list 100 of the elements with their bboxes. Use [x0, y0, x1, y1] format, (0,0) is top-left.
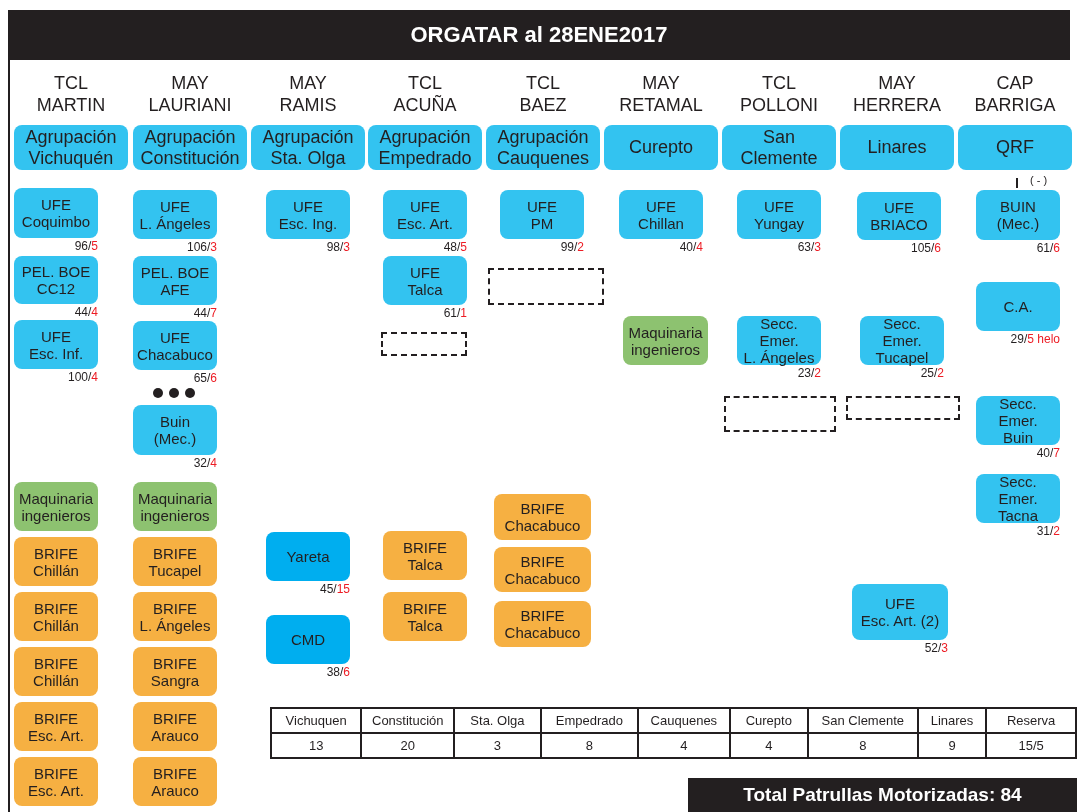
- table-cell: San Clemente: [807, 708, 918, 733]
- group-box: Agrupación Vichuquén: [14, 125, 128, 170]
- column-heading: TCL ACUÑA: [392, 72, 458, 117]
- unit-box: BRIFE Chacabuco: [494, 601, 591, 647]
- table-cell: 8: [807, 733, 918, 758]
- unit-count: 99/2: [560, 240, 584, 254]
- unit-count: 45/15: [319, 582, 350, 596]
- dashed-box: [846, 396, 960, 420]
- dashed-box: [724, 396, 836, 432]
- unit-count: 106/3: [186, 240, 217, 254]
- unit-count: 38/6: [326, 665, 350, 679]
- unit-box: Secc. Emer. Buin: [976, 396, 1060, 445]
- unit-count: 96/5: [74, 239, 98, 253]
- group-box: Curepto: [604, 125, 718, 170]
- unit-count: 105/6: [910, 241, 941, 255]
- table-cell: Cauquenes: [638, 708, 730, 733]
- unit-box: PEL. BOE AFE: [133, 256, 217, 305]
- unit-box: UFE Esc. Art.: [383, 190, 467, 239]
- unit-box: BRIFE Talca: [383, 592, 467, 641]
- unit-box: PEL. BOE CC12: [14, 256, 98, 304]
- unit-count: 65/6: [193, 371, 217, 385]
- unit-box: BRIFE Arauco: [133, 702, 217, 751]
- unit-box: BRIFE Esc. Art.: [14, 757, 98, 806]
- unit-count: 40/7: [1036, 446, 1060, 460]
- unit-box: BRIFE Tucapel: [133, 537, 217, 586]
- unit-box: UFE Yungay: [737, 190, 821, 239]
- column-heading: MAY LAURIANI: [147, 72, 233, 117]
- unit-box: UFE Esc. Ing.: [266, 190, 350, 239]
- unit-count: 52/3: [924, 641, 948, 655]
- unit-box: CMD: [266, 615, 350, 664]
- title-bar: ORGATAR al 28ENE2017: [8, 10, 1070, 60]
- unit-count: 61/1: [443, 306, 467, 320]
- unit-box: BRIFE Chillán: [14, 592, 98, 641]
- unit-box: UFE PM: [500, 190, 584, 239]
- unit-count: 31/2: [1036, 524, 1060, 538]
- unit-box: Maquinaria ingenieros: [623, 316, 708, 365]
- table-cell: Empedrado: [540, 708, 639, 733]
- table-cell: Reserva: [986, 708, 1076, 733]
- unit-box: UFE Coquimbo: [14, 188, 98, 238]
- dashed-box: [381, 332, 467, 356]
- unit-count: 44/4: [74, 305, 98, 319]
- unit-count: 100/4: [67, 370, 98, 384]
- unit-box: UFE Chacabuco: [133, 321, 217, 370]
- unit-box: C.A.: [976, 282, 1060, 331]
- table-cell: 8: [540, 733, 639, 758]
- column-heading: CAP BARRIGA: [973, 72, 1057, 117]
- column-heading: MAY RETAMAL: [618, 72, 704, 117]
- unit-box: BRIFE Talca: [383, 531, 467, 580]
- table-cell: 20: [361, 733, 455, 758]
- unit-box: Secc. Emer. Tucapel: [860, 316, 944, 365]
- unit-box: BUIN (Mec.): [976, 190, 1060, 240]
- unit-box: Maquinaria ingenieros: [133, 482, 217, 531]
- unit-box: BRIFE Chacabuco: [494, 547, 591, 592]
- unit-count: 63/3: [797, 240, 821, 254]
- table-cell: 4: [729, 733, 808, 758]
- total-banner: Total Patrullas Motorizadas: 84: [688, 778, 1077, 812]
- group-box: Linares: [840, 125, 954, 170]
- unit-box: BRIFE Chillán: [14, 647, 98, 696]
- unit-box: Secc. Emer. Tacna: [976, 474, 1060, 523]
- unit-box: BRIFE Esc. Art.: [14, 702, 98, 751]
- unit-box: UFE Talca: [383, 256, 467, 305]
- unit-box: BRIFE Arauco: [133, 757, 217, 806]
- group-box: San Clemente: [722, 125, 836, 170]
- column-heading: MAY RAMIS: [278, 72, 338, 117]
- unit-count: 44/7: [193, 306, 217, 320]
- unit-box: UFE Chillan: [619, 190, 703, 239]
- unit-count: 40/4: [679, 240, 703, 254]
- unit-box: UFE Esc. Art. (2): [852, 584, 948, 640]
- table-cell: Constitución: [361, 708, 455, 733]
- table-cell: Vichuquen: [271, 708, 362, 733]
- column-heading: MAY HERRERA: [852, 72, 942, 117]
- table-cell: 15/5: [986, 733, 1076, 758]
- column-heading: TCL POLLONI: [739, 72, 819, 117]
- unit-count: 25/2: [920, 366, 944, 380]
- note-text: ( - ): [1030, 174, 1048, 186]
- unit-count: 32/4: [193, 456, 217, 470]
- column-heading: TCL MARTIN: [35, 72, 107, 117]
- unit-box: BRIFE Chacabuco: [494, 494, 591, 540]
- group-box: Agrupación Constitución: [133, 125, 247, 170]
- unit-box: BRIFE L. Ángeles: [133, 592, 217, 641]
- unit-count: 23/2: [797, 366, 821, 380]
- table-cell: 4: [638, 733, 730, 758]
- table-cell: Curepto: [729, 708, 808, 733]
- unit-box: Yareta: [266, 532, 350, 581]
- column-heading: TCL BAEZ: [518, 72, 568, 117]
- table-cell: 3: [454, 733, 541, 758]
- table-cell: Linares: [917, 708, 987, 733]
- group-box: Agrupación Empedrado: [368, 125, 482, 170]
- unit-box: UFE BRIACO: [857, 192, 941, 240]
- unit-count: 29/5 helo: [1010, 332, 1060, 346]
- table-cell: 13: [271, 733, 362, 758]
- group-box: Agrupación Sta. Olga: [251, 125, 365, 170]
- group-box: Agrupación Cauquenes: [486, 125, 600, 170]
- unit-box: Buin (Mec.): [133, 405, 217, 455]
- table-cell: 9: [917, 733, 987, 758]
- group-box: QRF: [958, 125, 1072, 170]
- unit-box: BRIFE Chillán: [14, 537, 98, 586]
- unit-count: 48/5: [443, 240, 467, 254]
- unit-box: UFE Esc. Inf.: [14, 320, 98, 369]
- unit-box: Maquinaria ingenieros: [14, 482, 98, 531]
